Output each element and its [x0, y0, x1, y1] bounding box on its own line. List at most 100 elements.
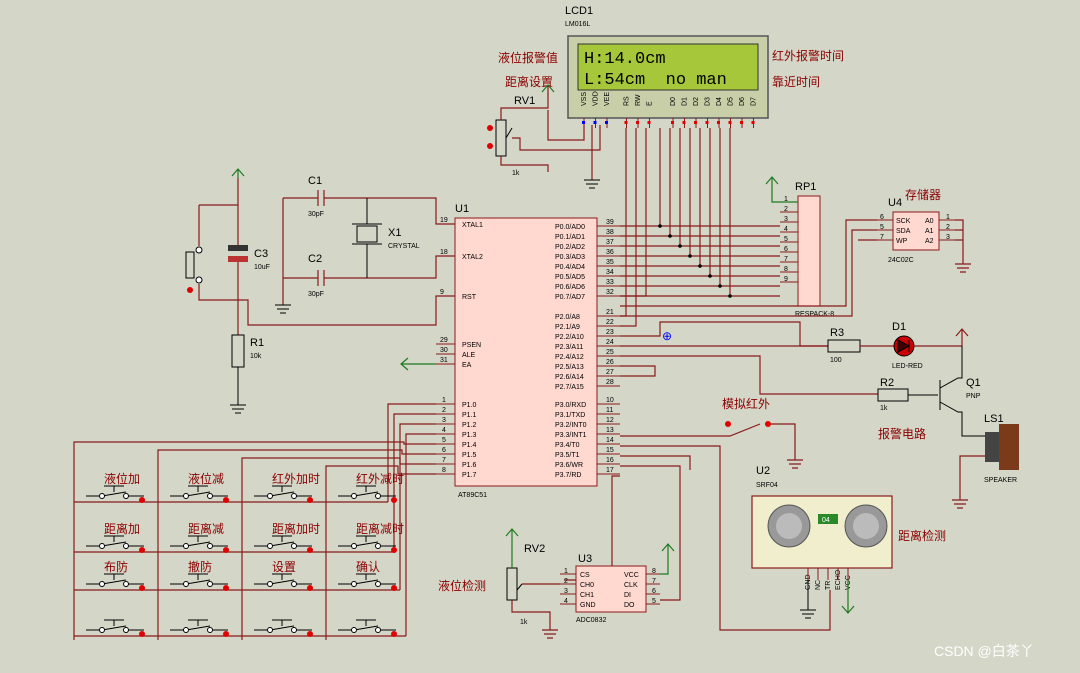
r1-value: 10k — [250, 353, 262, 360]
mcu-pin-number: 39 — [606, 219, 614, 226]
rv2-potentiometer[interactable]: RV2 1k 液位检测 — [438, 528, 560, 639]
keypad-button-indicator — [307, 497, 313, 503]
keypad-button[interactable]: 距离减 — [170, 521, 229, 553]
mcu-pin-name: P1.0 — [462, 402, 477, 409]
mcu-pin-name: P3.6/WR — [555, 462, 583, 469]
keypad-button[interactable]: 距离加 — [86, 521, 145, 553]
rp1-pin-number: 7 — [784, 256, 788, 263]
keypad-button-label: 撤防 — [188, 559, 212, 574]
junction-dot — [728, 294, 732, 298]
lcd-pin-dot — [751, 121, 755, 124]
keypad-button[interactable] — [338, 619, 397, 637]
keypad-button-symbol — [170, 573, 228, 585]
keypad-button[interactable]: 液位加 — [86, 471, 145, 503]
mcu-pin-name: P2.5/A13 — [555, 364, 584, 371]
keypad-button-indicator — [139, 547, 145, 553]
mcu-pin-number: 14 — [606, 437, 614, 444]
keypad-button-contact — [123, 627, 129, 633]
sim-ir-switch[interactable]: 模拟红外 — [620, 396, 803, 469]
keypad-button[interactable] — [86, 619, 145, 637]
keypad-button-indicator — [391, 585, 397, 591]
mcu-pin-number: 3 — [442, 417, 446, 424]
keypad-button-contact — [123, 543, 129, 549]
rp1-pin-number: 4 — [784, 226, 788, 233]
rv1-potentiometer[interactable]: RV1 1k — [487, 84, 601, 177]
mcu-port3-pins: 10P3.0/RXD11P3.1/TXD12P3.2/INT013P3.3/IN… — [555, 397, 620, 479]
u3-pin-name: GND — [580, 602, 596, 609]
keypad-button-label: 距离加 — [104, 521, 140, 536]
mcu-pin-name: P2.2/A10 — [555, 334, 584, 341]
mcu-pin-number: 18 — [440, 249, 448, 256]
c1-ref: C1 — [308, 175, 322, 187]
lcd-pin-dot — [605, 121, 608, 124]
lcd-pin-dot — [717, 121, 720, 124]
keypad-button-contact — [351, 627, 357, 633]
mcu-pin-number: 26 — [606, 359, 614, 366]
keypad-button-symbol — [86, 535, 144, 547]
keypad-col-wire — [73, 441, 436, 640]
mcu-pin-number: 22 — [606, 319, 614, 326]
u2-display: 04 — [822, 517, 830, 524]
u3-pin-name: DI — [624, 592, 631, 599]
mcu-pin-number: 1 — [442, 397, 446, 404]
watermark: CSDN @白茶丫 — [934, 643, 1034, 659]
junction-dot — [708, 274, 712, 278]
keypad-button-symbol — [254, 573, 312, 585]
oscillator-circuit[interactable]: C1 30pF C2 30pF X1 CRYSTAL — [275, 175, 455, 314]
rp1-pin-number: 6 — [784, 246, 788, 253]
rv1-body — [495, 119, 507, 157]
keypad-button-symbol — [170, 535, 228, 547]
keypad-button-symbol — [254, 535, 312, 547]
keypad-button[interactable]: 红外加时 — [254, 471, 320, 503]
lcd-pin-label: VDD — [593, 91, 600, 106]
keypad-button[interactable] — [254, 619, 313, 637]
mcu-pin-number: 27 — [606, 369, 614, 376]
mcu-pin-number: 34 — [606, 269, 614, 276]
reset-circuit[interactable]: C3 10uF R1 10k — [185, 168, 455, 414]
rp1-ref: RP1 — [795, 181, 816, 193]
keypad-button-contact — [123, 581, 129, 587]
keypad-button-label: 液位减 — [188, 471, 224, 486]
mcu-pin-number: 5 — [442, 437, 446, 444]
keypad-button[interactable]: 布防 — [86, 559, 145, 591]
u3-pin-number: 6 — [652, 588, 656, 595]
keypad-button[interactable]: 距离减时 — [338, 521, 404, 553]
mcu-pin-number: 12 — [606, 417, 614, 424]
u4-part: 24C02C — [888, 257, 914, 264]
lcd-pin-dot — [636, 121, 639, 124]
keypad-button-contact — [183, 543, 189, 549]
keypad-button[interactable]: 撤防 — [170, 559, 229, 591]
keypad-button[interactable]: 液位减 — [170, 471, 229, 503]
ls1-ref: LS1 — [984, 413, 1004, 425]
mcu-pin-number: 31 — [440, 357, 448, 364]
lcd-rw-wire — [620, 128, 637, 327]
keypad-button[interactable]: 设置 — [254, 560, 313, 591]
mcu-pin-name: P1.6 — [462, 462, 477, 469]
alarm-circuit[interactable]: R3 100 D1 LED-RED R2 1k Q1 PNP 报警电路 LS1 … — [827, 321, 1019, 509]
keypad-button[interactable]: 确认 — [338, 560, 397, 591]
mcu-pin-name: P1.4 — [462, 442, 477, 449]
u4-pin-number: 5 — [880, 224, 884, 231]
u4-pin-number: 2 — [946, 224, 950, 231]
keypad-button[interactable]: 红外减时 — [338, 471, 404, 503]
lcd-pin-label: D6 — [739, 97, 746, 106]
mcu-pin-name: PSEN — [462, 342, 481, 349]
rp1-pin-number: 9 — [784, 276, 788, 283]
ultrasonic-u2[interactable]: U2 SRF04 04 GNDNCTRECHOVCC 距离检测 — [751, 465, 946, 619]
keypad-button[interactable]: 距离加时 — [254, 521, 320, 553]
mcu-pin-number: 15 — [606, 447, 614, 454]
rv2-ref: RV2 — [524, 543, 545, 555]
mcu-part: AT89C51 — [458, 492, 487, 499]
mcu-pin-name: P0.6/AD6 — [555, 284, 585, 291]
mcu-pin-number: 28 — [606, 379, 614, 386]
mcu-pin-number: 38 — [606, 229, 614, 236]
keypad-button[interactable] — [170, 619, 229, 637]
lcd-pin-dot — [705, 121, 709, 124]
u3-pin-name: CH1 — [580, 592, 594, 599]
keypad-button-contact — [99, 493, 105, 499]
mcu-u1[interactable]: U1 AT89C51 19XTAL118XTAL29RST29PSEN30ALE… — [436, 203, 620, 499]
